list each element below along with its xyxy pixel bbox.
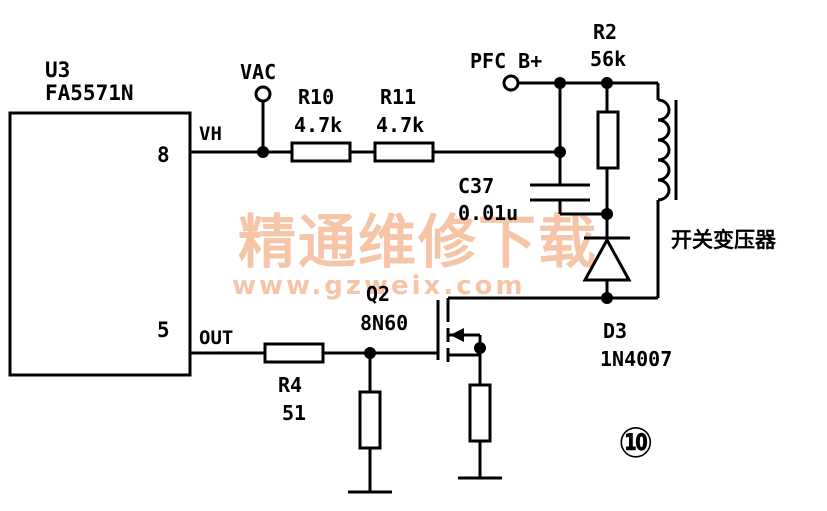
watermark-title: 精通维修下载 [238, 208, 598, 276]
mosfet-q2 [436, 300, 486, 385]
resistor-gate-pulldown [358, 390, 382, 450]
r10-value: 4.7k [294, 113, 342, 137]
r2-ref: R2 [593, 20, 617, 44]
vac-terminal [254, 85, 272, 103]
resistor-r4 [263, 342, 325, 364]
pin-5-number: 5 [157, 318, 170, 342]
r11-value: 4.7k [376, 113, 424, 137]
vac-label: VAC [240, 60, 276, 84]
pfc-rail [502, 74, 660, 184]
junction-drain [601, 292, 613, 304]
q2-ref: Q2 [366, 282, 390, 306]
c37-ref: C37 [458, 174, 494, 198]
r4-value: 51 [282, 401, 306, 425]
d3-ref: D3 [603, 319, 627, 343]
r2-value: 56k [590, 47, 626, 71]
pfc-label: PFC B+ [470, 49, 542, 73]
watermark-url: www.gzweix.com [232, 271, 526, 301]
capacitor-c37 [530, 183, 607, 216]
resistor-source [468, 383, 492, 443]
ic-u3-body [8, 111, 192, 377]
pin-out-label: OUT [199, 327, 233, 349]
source-resistor-branch [458, 383, 502, 480]
pin-8-number: 8 [157, 143, 170, 167]
drain-net [446, 292, 658, 310]
junction-r2-c37 [601, 208, 613, 220]
diode-d3 [582, 236, 632, 282]
pfc-terminal [502, 74, 520, 92]
resistor-r2 [596, 110, 620, 170]
d3-part: 1N4007 [600, 347, 672, 371]
junction-r11-c37 [554, 146, 566, 158]
transformer-label: 开关变压器 [671, 228, 777, 252]
ic-part-label: FA5571N [45, 81, 134, 105]
pin-vh-label: VH [199, 123, 222, 145]
out-net [190, 342, 438, 494]
r10-ref: R10 [298, 85, 334, 109]
transformer-winding [656, 98, 678, 298]
resistor-r10 [290, 141, 352, 163]
q2-part: 8N60 [360, 311, 408, 335]
junction-source [474, 342, 486, 354]
vh-net [190, 85, 560, 158]
c37-value: 0.01u [458, 201, 518, 225]
resistor-r11 [373, 141, 435, 163]
r11-ref: R11 [380, 85, 416, 109]
figure-number: ⑩ [618, 418, 654, 467]
r4-ref: R4 [278, 373, 302, 397]
ic-ref-label: U3 [45, 58, 70, 82]
